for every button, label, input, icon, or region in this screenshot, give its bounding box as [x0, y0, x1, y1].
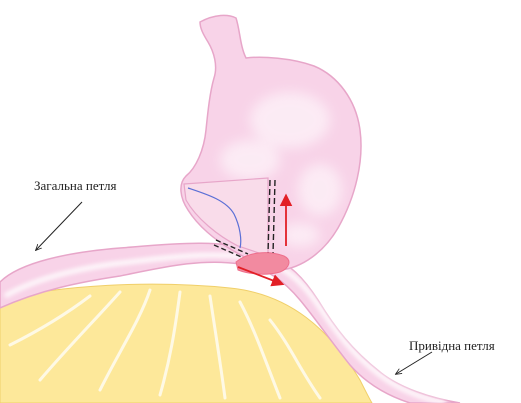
afferent-loop-pointer — [396, 352, 432, 374]
common-loop-label: Загальна петля — [34, 178, 116, 194]
stomach — [181, 15, 361, 270]
common-loop-pointer — [36, 202, 82, 250]
afferent-loop-label: Привідна петля — [409, 338, 495, 354]
